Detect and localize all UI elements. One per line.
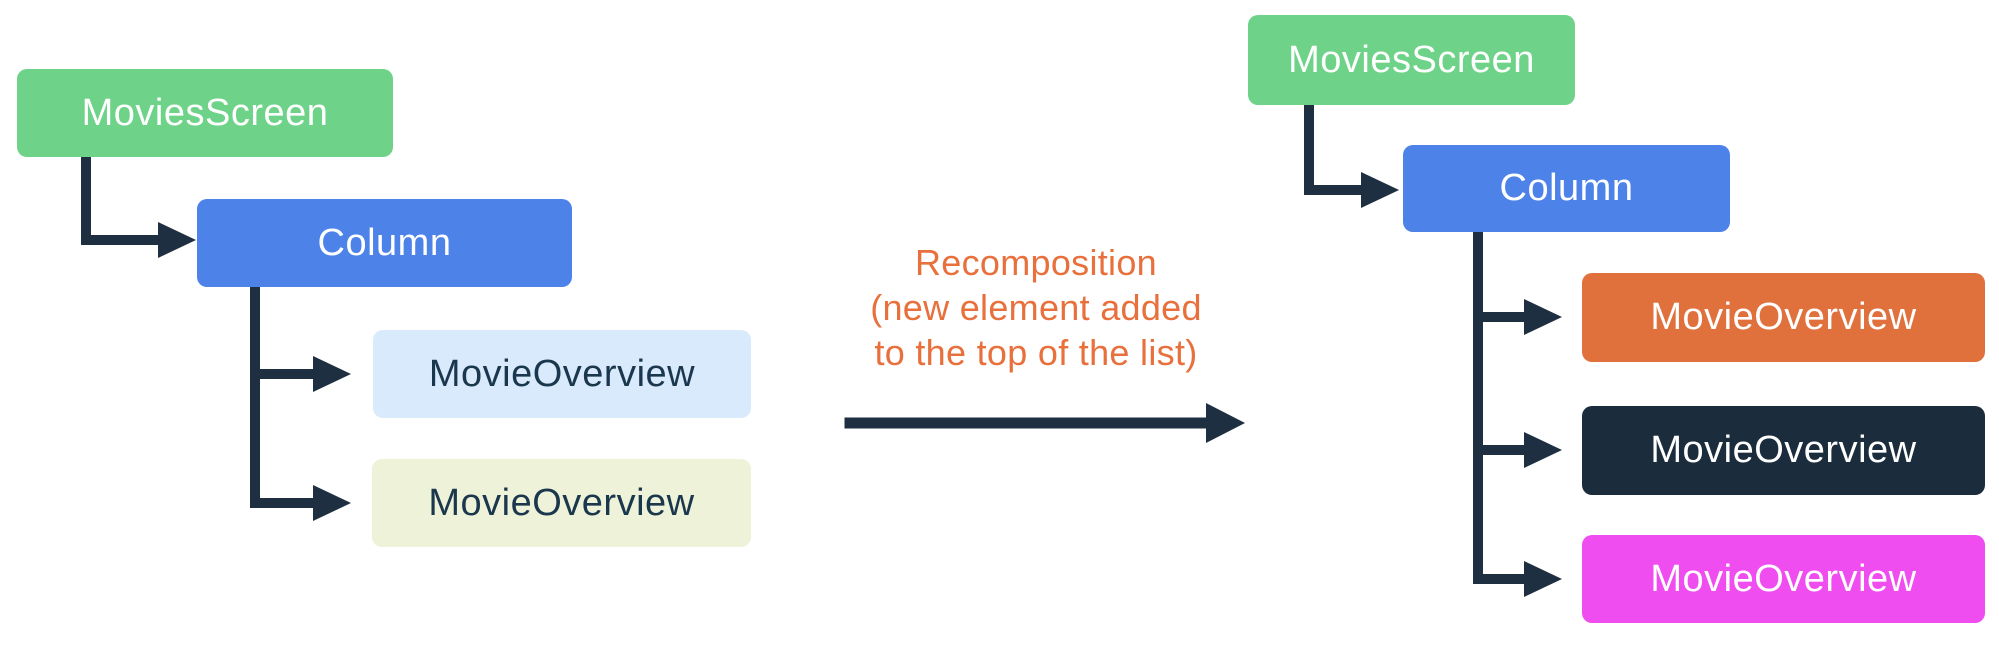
before-node-movieoverview-2: MovieOverview bbox=[372, 459, 751, 547]
after-node-movieoverview-2: MovieOverview bbox=[1582, 406, 1985, 495]
arrowhead-before-column bbox=[158, 222, 196, 258]
arrowhead-before-movieoverview-2 bbox=[313, 485, 351, 521]
before-node-moviesscreen: MoviesScreen bbox=[17, 69, 393, 157]
before-node-column: Column bbox=[197, 199, 572, 287]
connector-after-moviesscreen-column bbox=[1304, 102, 1368, 195]
after-node-movieoverview-3: MovieOverview bbox=[1582, 535, 1985, 623]
after-node-column: Column bbox=[1403, 145, 1730, 232]
arrowhead-before-movieoverview-1 bbox=[313, 356, 351, 392]
annotation-line-1: Recomposition bbox=[914, 242, 1157, 283]
after-node-moviesscreen: MoviesScreen bbox=[1248, 15, 1575, 105]
connector-before-moviesscreen-column bbox=[81, 152, 165, 245]
after-node-movieoverview-1: MovieOverview bbox=[1582, 273, 1985, 362]
arrowhead-after-column bbox=[1361, 172, 1399, 208]
arrowhead-after-movieoverview-3 bbox=[1524, 561, 1562, 597]
recomposition-annotation: Recomposition (new element added to the … bbox=[816, 240, 1256, 375]
before-node-movieoverview-1: MovieOverview bbox=[373, 330, 751, 418]
annotation-line-2: (new element added bbox=[870, 287, 1202, 328]
arrowhead-after-movieoverview-2 bbox=[1524, 432, 1562, 468]
recomposition-arrowhead bbox=[1206, 403, 1245, 443]
annotation-line-3: to the top of the list) bbox=[874, 332, 1198, 373]
arrowhead-after-movieoverview-1 bbox=[1524, 299, 1562, 335]
